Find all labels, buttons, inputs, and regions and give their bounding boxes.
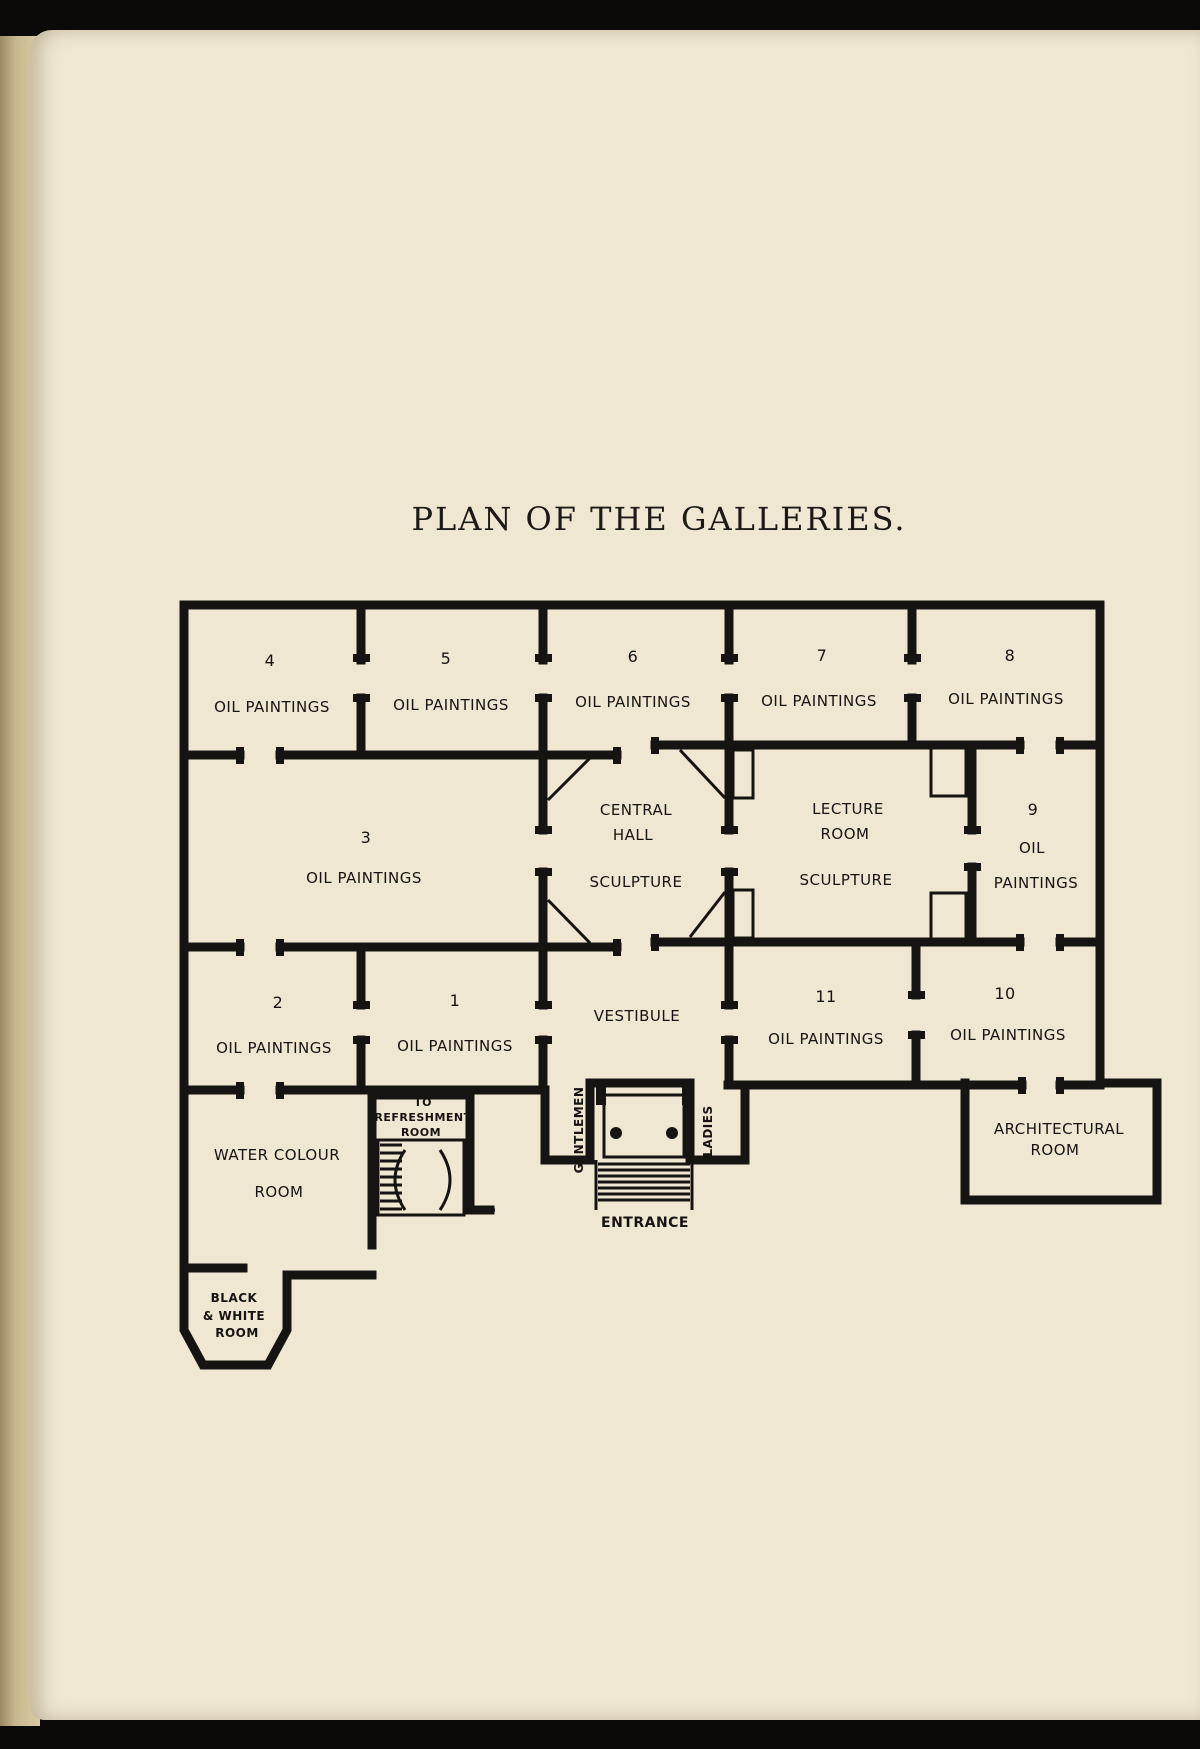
room-7-number: 7	[817, 646, 828, 665]
water-colour-line1: WATER COLOUR	[214, 1146, 340, 1164]
room-2-label: OIL PAINTINGS	[216, 1039, 332, 1057]
central-hall-braces	[546, 746, 968, 945]
room-6-label: OIL PAINTINGS	[575, 693, 691, 711]
gentlemen-label: GENTLEMEN	[572, 1087, 586, 1174]
refreshment-line3: ROOM	[401, 1126, 441, 1139]
room-11-label: OIL PAINTINGS	[768, 1030, 884, 1048]
black-white-line2: & WHITE	[203, 1309, 265, 1323]
entrance-label: ENTRANCE	[601, 1215, 689, 1231]
black-white-line1: BLACK	[211, 1291, 258, 1305]
room-3-number: 3	[361, 828, 372, 847]
room-9-label-line1: OIL	[1019, 839, 1045, 857]
central-hall-line1: CENTRAL	[600, 801, 672, 819]
room-9-number: 9	[1028, 800, 1039, 819]
central-hall-line2: HALL	[613, 826, 653, 844]
vestibule-label: VESTIBULE	[594, 1007, 680, 1025]
lecture-room-line2: ROOM	[821, 825, 870, 843]
room-3-label: OIL PAINTINGS	[306, 869, 422, 887]
room-9-label-line2: PAINTINGS	[994, 874, 1078, 892]
book-page	[30, 30, 1200, 1720]
room-8-label: OIL PAINTINGS	[948, 690, 1064, 708]
room-2-number: 2	[273, 993, 284, 1012]
internal-walls	[179, 740, 1105, 1273]
room-7-label: OIL PAINTINGS	[761, 692, 877, 710]
architectural-line1: ARCHITECTURAL	[994, 1120, 1124, 1138]
water-colour-line2: ROOM	[255, 1183, 304, 1201]
room-labels: 4 OIL PAINTINGS 5 OIL PAINTINGS 6 OIL PA…	[203, 646, 1124, 1340]
room-5-label: OIL PAINTINGS	[393, 696, 509, 714]
page-title: PLAN OF THE GALLERIES.	[411, 500, 907, 538]
partitions	[356, 600, 977, 1095]
lecture-room-line1: LECTURE	[812, 800, 884, 818]
door-piers	[236, 654, 1064, 1099]
black-white-line3: ROOM	[215, 1326, 259, 1340]
room-5-number: 5	[441, 649, 452, 668]
entrance-steps	[594, 1087, 694, 1210]
room-1-label: OIL PAINTINGS	[397, 1037, 513, 1055]
refreshment-line1: TO	[414, 1096, 432, 1109]
room-10-label: OIL PAINTINGS	[950, 1026, 1066, 1044]
room-11-number: 11	[815, 987, 836, 1006]
room-1-number: 1	[450, 991, 461, 1010]
ladies-label: LADIES	[701, 1105, 715, 1156]
architectural-line2: ROOM	[1031, 1141, 1080, 1159]
refreshment-staircase	[376, 1138, 495, 1217]
room-4-number: 4	[265, 651, 276, 670]
central-hall-line3: SCULPTURE	[590, 873, 683, 891]
room-8-number: 8	[1005, 646, 1016, 665]
lecture-room-line3: SCULPTURE	[800, 871, 893, 889]
room-10-number: 10	[994, 984, 1015, 1003]
refreshment-line2: REFRESHMENT	[374, 1111, 471, 1124]
room-6-number: 6	[628, 647, 639, 666]
room-4-label: OIL PAINTINGS	[214, 698, 330, 716]
